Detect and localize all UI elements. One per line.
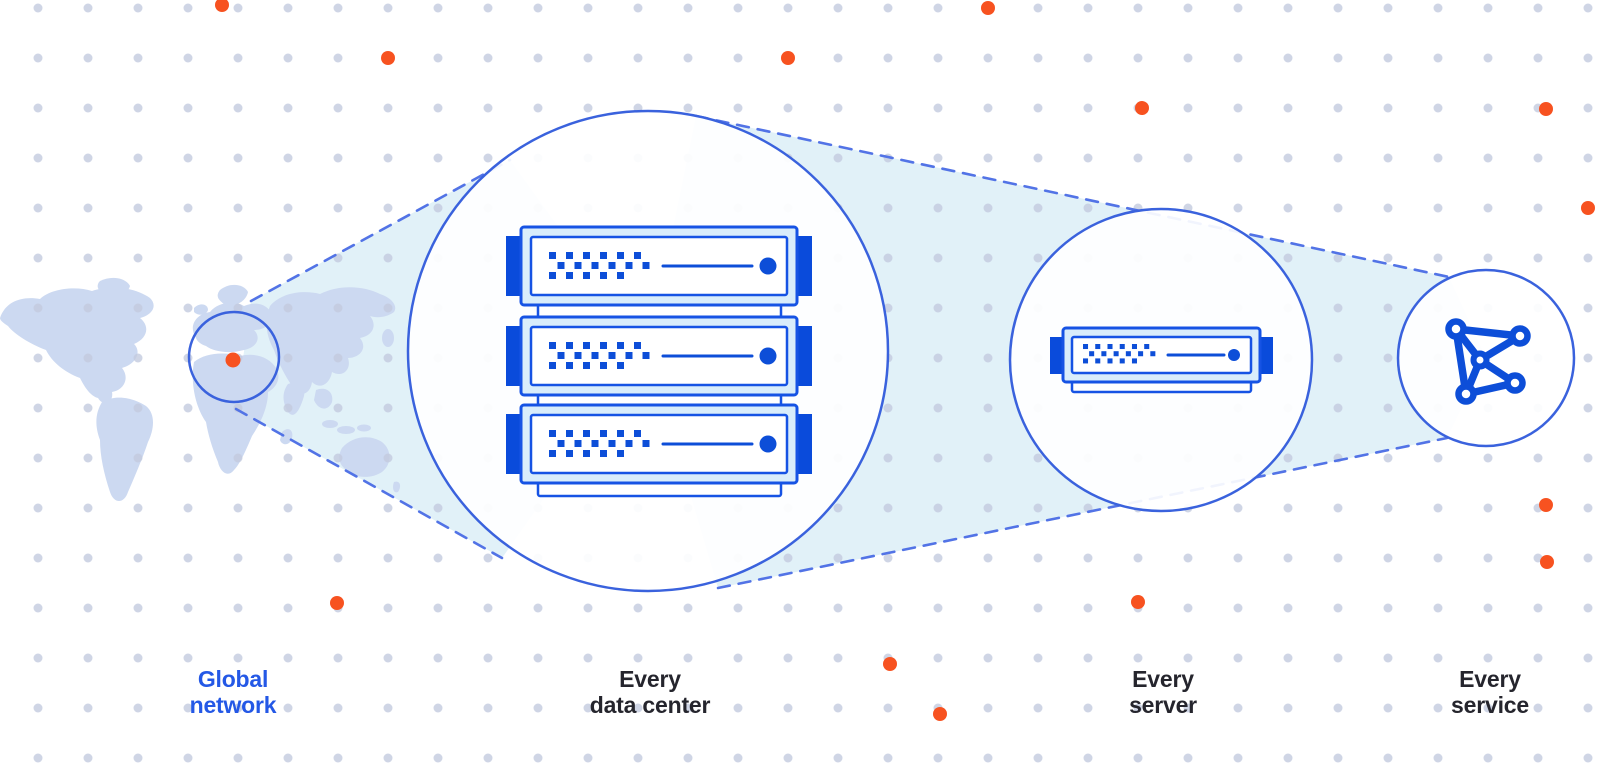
label-every-service: Every service: [1370, 666, 1610, 718]
orange-accent-dots: [215, 0, 1595, 721]
map-focus-circle: [187, 310, 281, 404]
server-unit-1: [506, 225, 812, 307]
network-mesh-icon: [1445, 318, 1531, 405]
server-unit-icon: [1050, 326, 1273, 394]
label-line: service: [1451, 692, 1529, 718]
label-line: network: [189, 692, 277, 718]
funnel-dashed-lines: [234, 114, 1451, 590]
location-marker-dot: [225, 352, 241, 368]
label-line: Every: [1459, 666, 1521, 692]
label-every-server: Every server: [1043, 666, 1283, 718]
label-line: Every: [619, 666, 681, 692]
label-line: Every: [1132, 666, 1194, 692]
label-line: Global: [197, 666, 269, 692]
label-line: data center: [589, 692, 711, 718]
mesh-nodes: [1445, 318, 1531, 405]
label-every-data-center: Every data center: [530, 666, 770, 718]
server-unit-3: [506, 403, 812, 485]
label-line: server: [1129, 692, 1197, 718]
server-rack-stack-icon: [506, 225, 812, 498]
label-global-network: Global network: [113, 666, 353, 718]
server-unit-2: [506, 315, 812, 397]
